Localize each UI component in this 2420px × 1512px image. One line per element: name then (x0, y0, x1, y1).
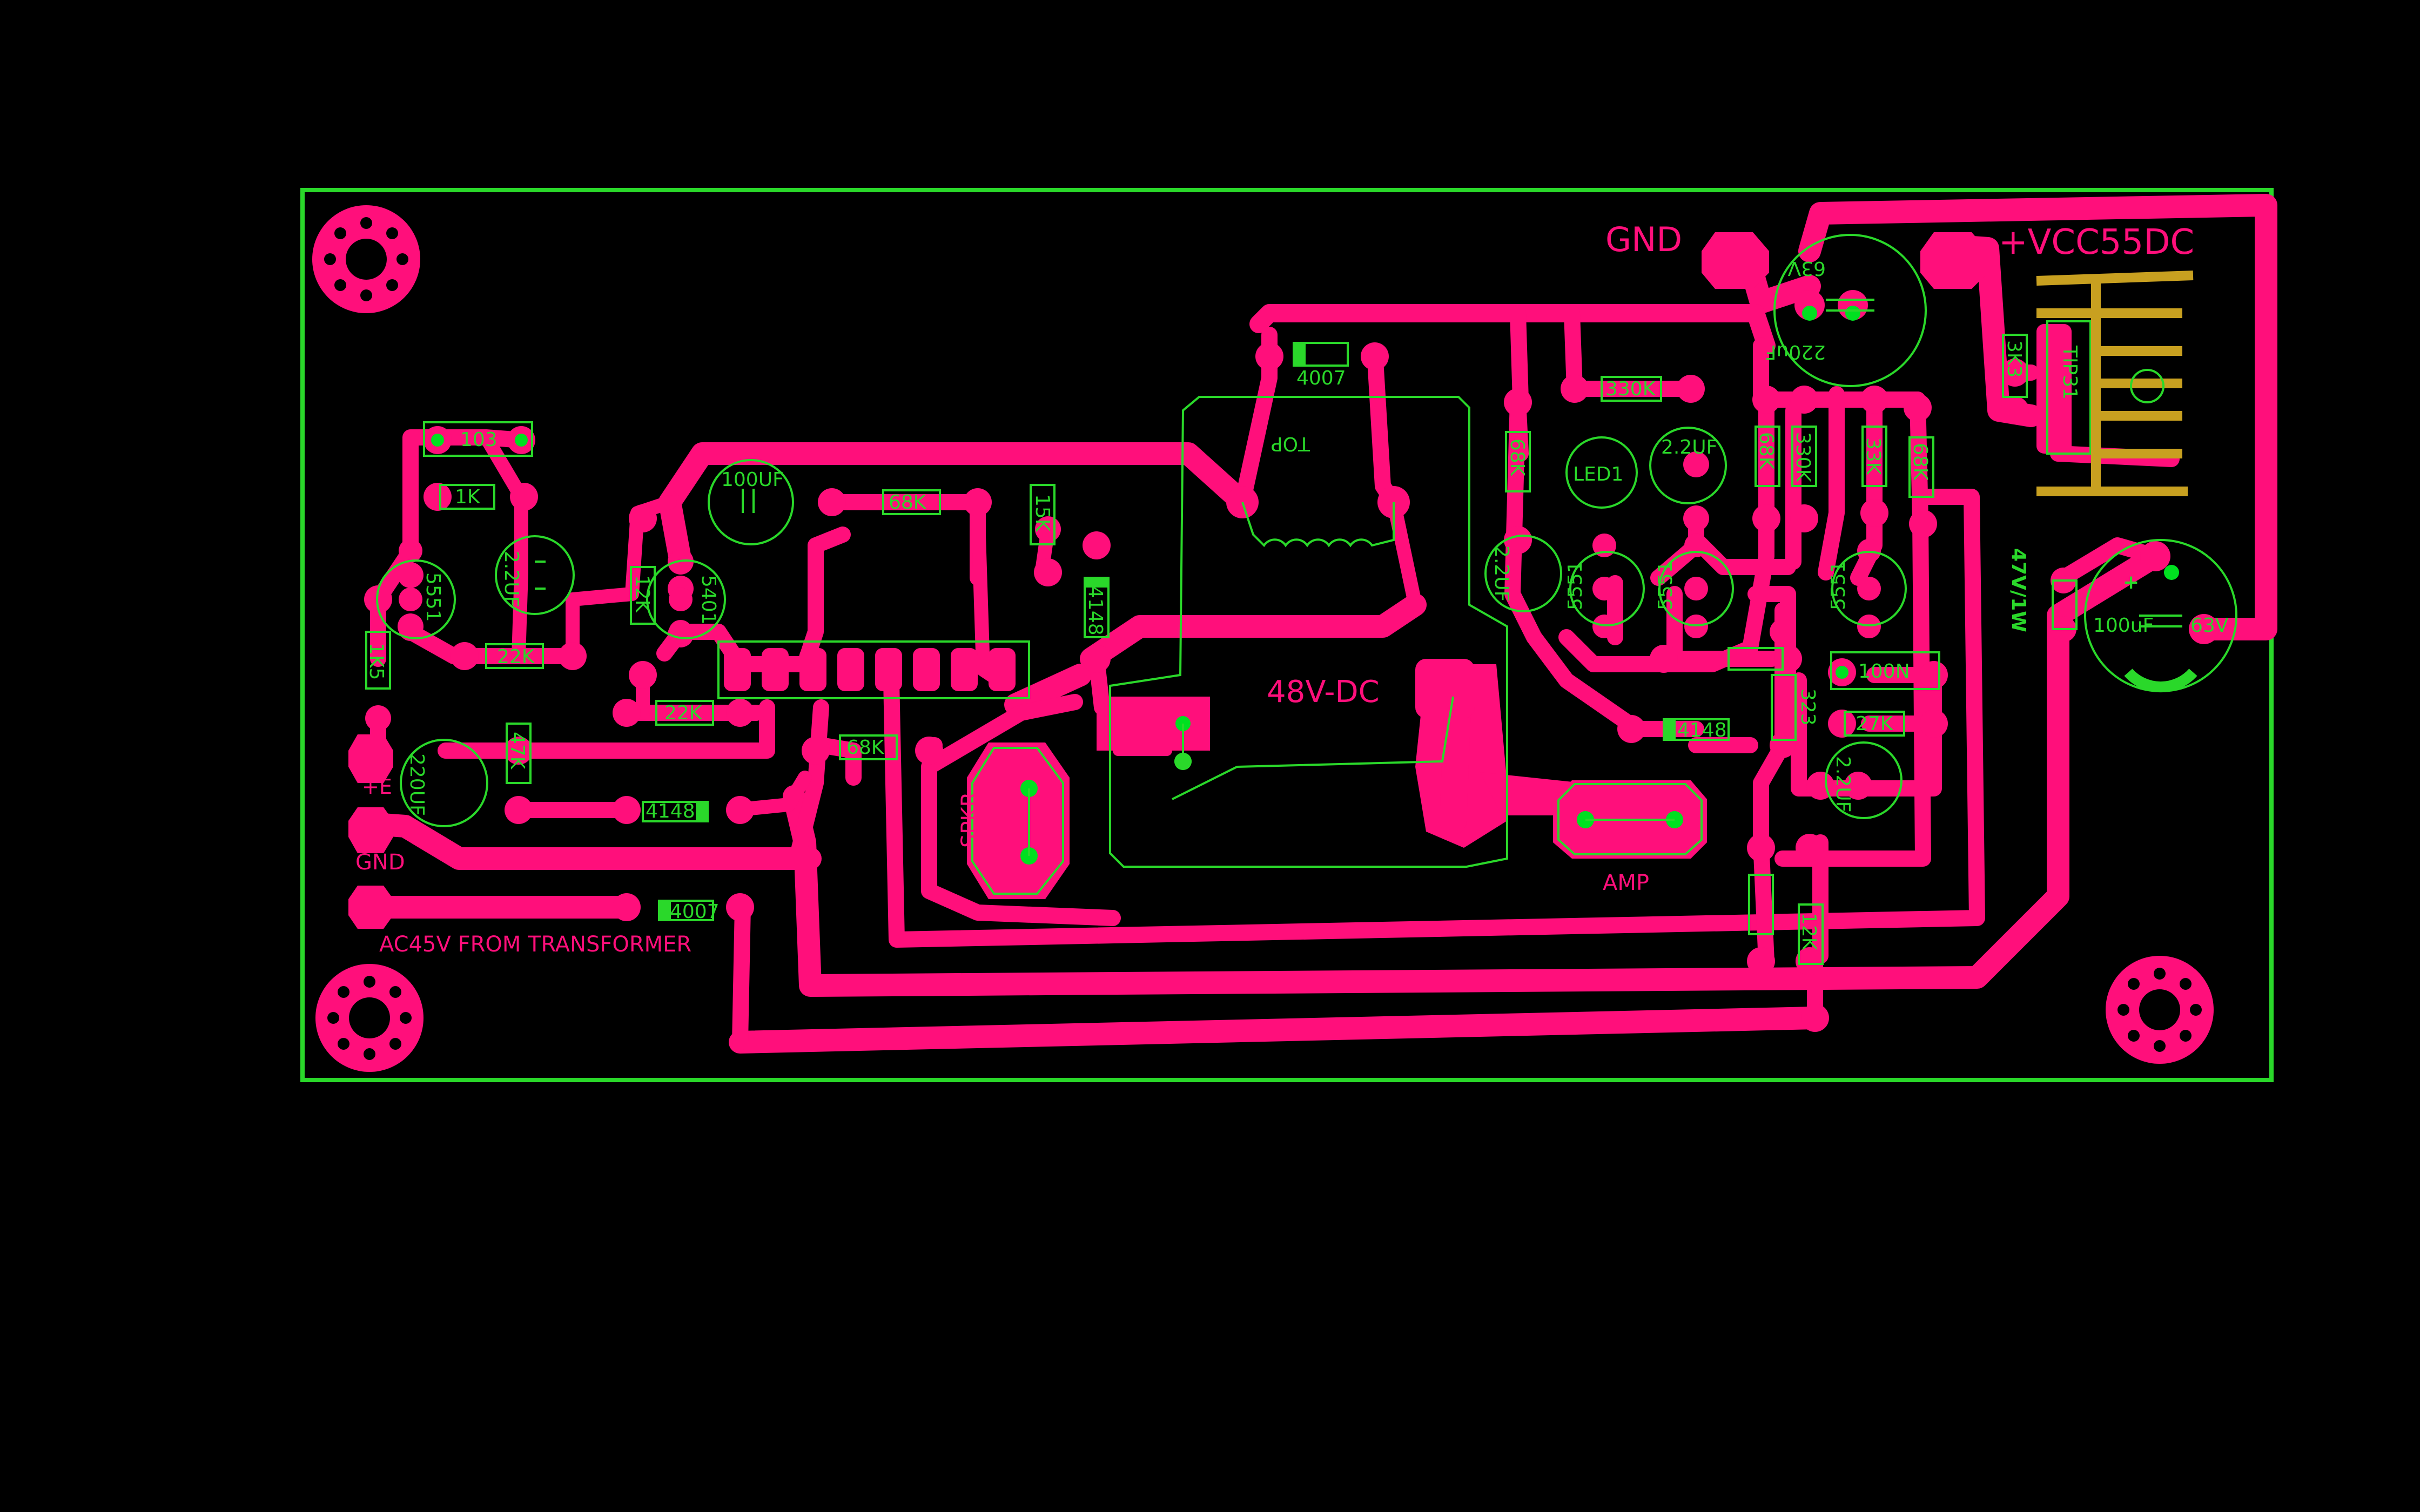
label-c100n: 100N (1858, 660, 1910, 683)
svg-text:+: + (2123, 571, 2139, 593)
label-ac45v: AC45V FROM TRANSFORMER (379, 932, 691, 957)
label-r68ke: 68K (1909, 443, 1931, 481)
label-r1k5: 1K5 (365, 643, 387, 680)
label-r15k: 15K (1031, 494, 1053, 532)
label-c2u2a: 2.2UF (500, 551, 522, 607)
label-r68kd: 68K (1755, 432, 1777, 470)
label-zener: 47V/1W (2007, 548, 2029, 632)
label-r68ka: 68K (889, 491, 927, 514)
label-amp: AMP (1603, 870, 1649, 895)
label-c100ua: 100UF (721, 469, 784, 491)
silkscreen: + (365, 234, 2237, 965)
label-q5551a: 5551 (422, 572, 444, 622)
silkscreen-labels: 103 1K 5551 2.2UF 1K5 22K 12K 5401 100UF… (365, 257, 2229, 951)
label-r1k: 1K (455, 486, 481, 508)
label-d4148c: 4148 (1677, 719, 1727, 741)
label-r330ka: 330K (1605, 378, 1656, 400)
label-c220ub-v: 63V (1787, 257, 1826, 279)
label-q5551b: 5551 (1564, 561, 1587, 610)
label-c103: 103 (460, 429, 498, 451)
label-plus-e: +E (362, 775, 392, 799)
label-c220ua: 220UF (406, 753, 428, 816)
label-r330kb: 330K (1792, 432, 1814, 483)
label-c100uc-v: 63V (2190, 615, 2229, 637)
label-r22ka: 22K (497, 646, 535, 668)
copper-labels: GND +VCC55DC 48V-DC SPKR AMP +E GND AC45… (355, 220, 2194, 957)
label-q5551d: 5551 (1827, 561, 1850, 610)
label-gnd-top: GND (1605, 220, 1682, 259)
label-tip31: TIP31 (2059, 345, 2081, 400)
label-vcc: +VCC55DC (1999, 222, 2194, 262)
label-r27k: 27K (1856, 713, 1894, 735)
label-c100uc: 100uF (2093, 615, 2154, 637)
label-r12kb: 12K (1798, 913, 1820, 951)
label-r323: 323 (1797, 688, 1819, 726)
label-spkr: SPKR (957, 792, 982, 848)
copper-pads (348, 232, 2219, 1032)
label-r3k3: 3K3 (2003, 340, 2025, 377)
label-c220ub: 220uF (1765, 341, 1826, 363)
label-d4007a: 4007 (670, 901, 720, 923)
label-c2u2b: 2.2UF (1661, 436, 1717, 458)
label-top: TOP (1271, 433, 1310, 455)
label-r33k: 33K (1862, 437, 1884, 476)
label-r12ka: 12K (631, 575, 653, 613)
label-q5401: 5401 (697, 575, 720, 625)
mounting-hole-vias (324, 217, 2202, 1060)
label-r22kb: 22K (664, 702, 703, 724)
label-q5551c: 5551 (1655, 561, 1677, 610)
label-r47k: 47K (506, 732, 528, 770)
label-48v-dc: 48V-DC (1267, 674, 1380, 710)
label-r68kb: 68K (846, 737, 885, 759)
label-c2u2c: 2.2UF (1490, 545, 1512, 602)
label-r68kc: 68K (1506, 438, 1528, 477)
label-c2u2d: 2.2UF (1832, 756, 1854, 812)
label-d4148b: 4148 (646, 800, 695, 822)
label-gnd-left: GND (355, 850, 405, 875)
label-d4007b: 4007 (1296, 367, 1346, 389)
label-led1: LED1 (1573, 463, 1623, 485)
label-d4148a: 4148 (1084, 586, 1106, 636)
